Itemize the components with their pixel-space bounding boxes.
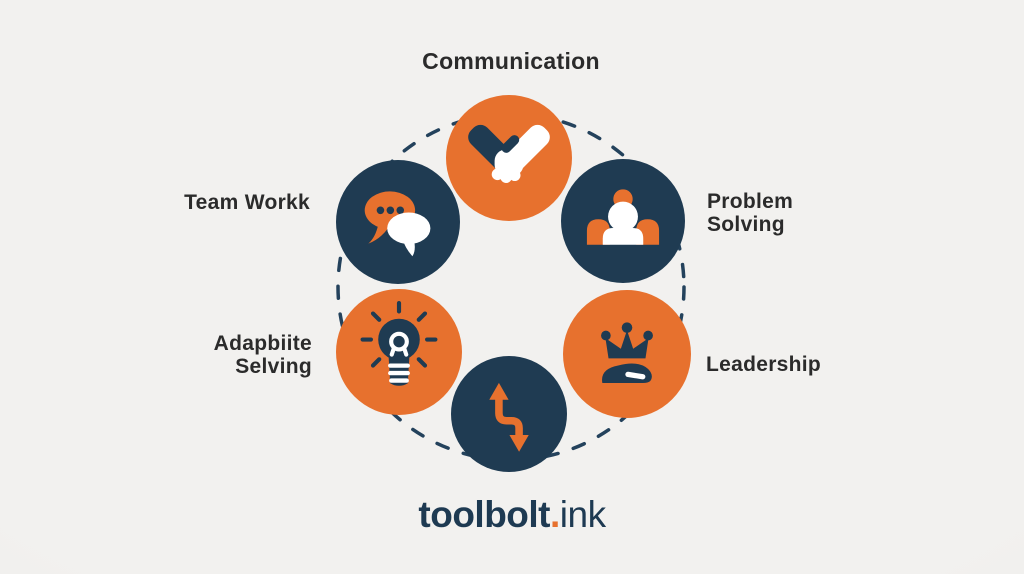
team-work-circle <box>336 160 460 284</box>
handshake-icon <box>468 124 550 183</box>
zigzag-arrows-icon <box>489 382 529 452</box>
brand-dot: . <box>550 494 560 535</box>
leadership-label: Leadership <box>706 353 822 376</box>
change-arrows-circle <box>451 356 567 472</box>
adaptability-label: Adapbiite Selving <box>213 332 312 378</box>
people-group-icon <box>586 189 660 245</box>
chat-bubbles-icon <box>364 191 431 257</box>
problem-solving-label: Problem Solving <box>707 190 794 236</box>
leadership-circle <box>563 290 691 418</box>
communication-label: Communication <box>422 48 600 74</box>
adaptability-circle <box>336 289 462 415</box>
brand-tld: ink <box>559 494 606 535</box>
brand-logo: toolbolt.ink <box>0 494 1024 536</box>
brand-name: toolbolt <box>418 494 550 535</box>
team-work-label: Team Workk <box>184 191 310 214</box>
crown-icon <box>601 322 653 384</box>
communication-circle <box>446 95 572 221</box>
problem-solving-circle <box>561 159 685 283</box>
lightbulb-icon <box>360 301 438 386</box>
